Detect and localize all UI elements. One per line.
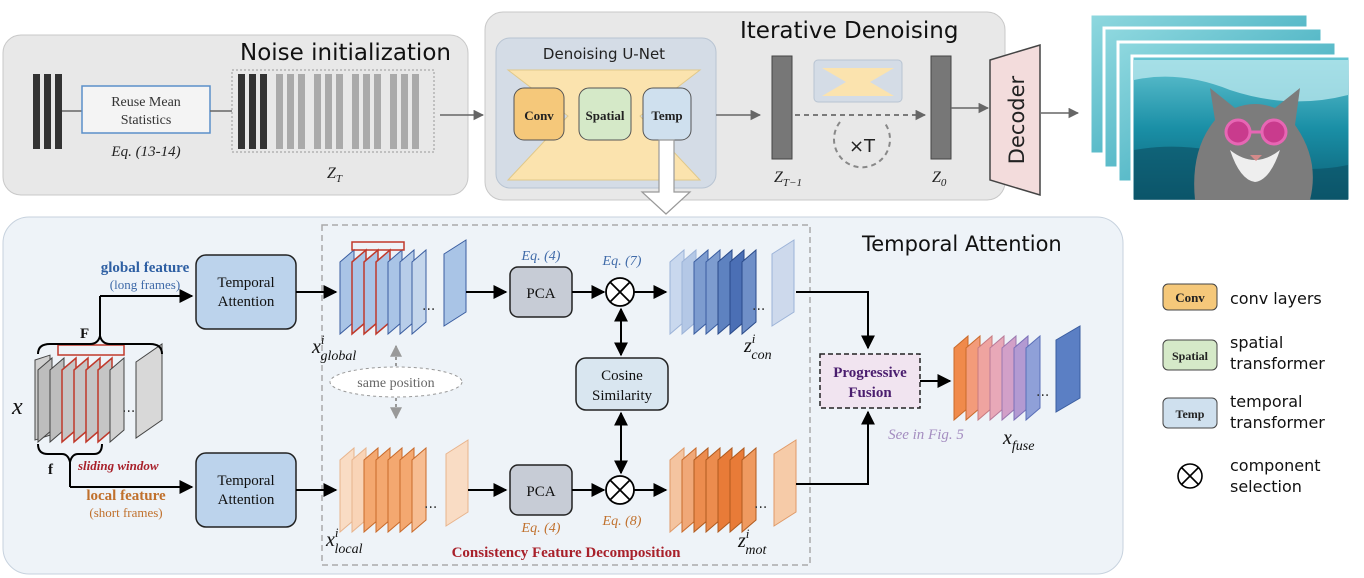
xg-ellipsis: ... (422, 298, 435, 314)
z-mot-stack: ... (669, 439, 797, 534)
component-selection-bottom (605, 475, 635, 505)
ta-global-line1: Temporal (217, 275, 274, 291)
noise-init-panel: Noise initialization Reuse Mean Statisti… (2, 34, 469, 196)
iterative-title: Iterative Denoising (740, 18, 958, 44)
conv-block-label: Conv (524, 108, 554, 123)
legend-component-selection-icon (1177, 463, 1203, 489)
x-local-stack: ... (339, 439, 469, 534)
spatial-block-label: Spatial (585, 108, 624, 123)
decoder-label: Decoder (1005, 75, 1029, 164)
legend-temp-text2: transformer (1230, 413, 1325, 432)
pca-local-label: PCA (526, 484, 555, 500)
conv-block (513, 87, 565, 141)
eq-13-14: Eq. (13-14) (110, 144, 180, 160)
legend-conv-tag-label: Conv (1175, 290, 1205, 305)
zt-dashed-box (231, 69, 435, 153)
local-feature-label: local feature (86, 488, 166, 504)
short-frames-label: (short frames) (89, 505, 162, 520)
legend-spatial-text2: transformer (1230, 354, 1325, 373)
component-selection-top (605, 277, 635, 307)
cat-silhouette (1194, 88, 1313, 200)
x-global-stack: ... (339, 239, 467, 336)
z-con-stack: ... (669, 239, 795, 336)
spatial-block (578, 87, 632, 141)
same-position-label: same position (357, 376, 434, 391)
cosine-line2: Similarity (592, 388, 653, 404)
ta-local-line1: Temporal (217, 473, 274, 489)
temp-block-label: Temp (651, 108, 682, 123)
sunglasses-right (1260, 118, 1288, 146)
global-feature-label: global feature (101, 260, 190, 276)
z0-label: Z0 (932, 169, 947, 189)
zm-ellipsis: ... (754, 496, 767, 512)
xl-ellipsis: ... (424, 496, 437, 512)
input-noise-bars (33, 74, 62, 149)
mini-unet (822, 68, 894, 96)
eq8-label: Eq. (8) (602, 514, 642, 529)
reuse-line2: Statistics (121, 113, 172, 128)
legend-temp-text1: temporal (1230, 392, 1302, 411)
zt-noise-bars (238, 74, 419, 149)
long-frames-label: (long frames) (110, 277, 180, 292)
f-label: f (48, 462, 54, 478)
legend-spatial-text1: spatial (1230, 333, 1283, 352)
legend-conv-text: conv layers (1230, 289, 1322, 308)
pf-line1: Progressive (833, 365, 907, 381)
legend: Conv conv layers Spatial spatial transfo… (1162, 283, 1325, 496)
temporal-attention-local (195, 452, 297, 528)
legend-spatial-tag-label: Spatial (1172, 349, 1209, 363)
progressive-fusion-box (819, 353, 921, 409)
zc-ellipsis: ... (752, 298, 765, 314)
eq4-top: Eq. (4) (521, 249, 561, 264)
z-t-minus-1-bar (771, 55, 793, 160)
unet-title: Denoising U-Net (543, 45, 665, 63)
x-label: x (11, 394, 23, 420)
x-fuse-stack: ... (953, 325, 1081, 422)
ta-local-line2: Attention (218, 492, 275, 508)
times-t: ×T (849, 136, 876, 157)
eq7-label: Eq. (7) (602, 254, 642, 269)
output-video-frames (1088, 12, 1352, 203)
legend-comp-text1: component (1230, 456, 1321, 475)
legend-spatial-tag (1162, 339, 1218, 371)
x-ellipsis: ... (122, 400, 135, 416)
legend-temp-tag-label: Temp (1176, 407, 1205, 421)
input-x-frames: ... (37, 343, 163, 444)
same-position-ellipse (329, 366, 463, 398)
reuse-mean-box (81, 85, 211, 134)
legend-temp-tag (1162, 397, 1218, 429)
cosine-line1: Cosine (601, 368, 643, 384)
z0-bar (930, 55, 952, 160)
z-t-minus-1-label: ZT−1 (774, 169, 802, 189)
xf-ellipsis: ... (1036, 384, 1049, 400)
zt-label: ZT (327, 165, 343, 185)
iterative-denoising-panel: Iterative Denoising Denoising U-Net Conv… (484, 11, 1006, 201)
legend-comp-text2: selection (1230, 477, 1302, 496)
legend-conv-tag (1162, 283, 1218, 311)
noise-init-title: Noise initialization (240, 40, 451, 66)
cosine-similarity-box (575, 357, 669, 411)
temporal-attention-global (195, 254, 297, 330)
decoder: Decoder (989, 43, 1041, 197)
cfd-dashed-box (321, 224, 811, 566)
pca-global-label: PCA (526, 286, 555, 302)
see-fig5-label: See in Fig. 5 (888, 427, 964, 443)
eq4-bottom: Eq. (4) (521, 521, 561, 536)
zoom-arrow (640, 139, 692, 215)
cfd-label: Consistency Feature Decomposition (452, 545, 682, 561)
reuse-line1: Reuse Mean (111, 95, 181, 110)
F-label: F (80, 326, 89, 342)
sunglasses-left (1224, 118, 1252, 146)
pf-line2: Fusion (848, 385, 892, 401)
temporal-title: Temporal Attention (861, 232, 1062, 256)
sliding-window-label: sliding window (77, 458, 159, 473)
ta-global-line2: Attention (218, 294, 275, 310)
